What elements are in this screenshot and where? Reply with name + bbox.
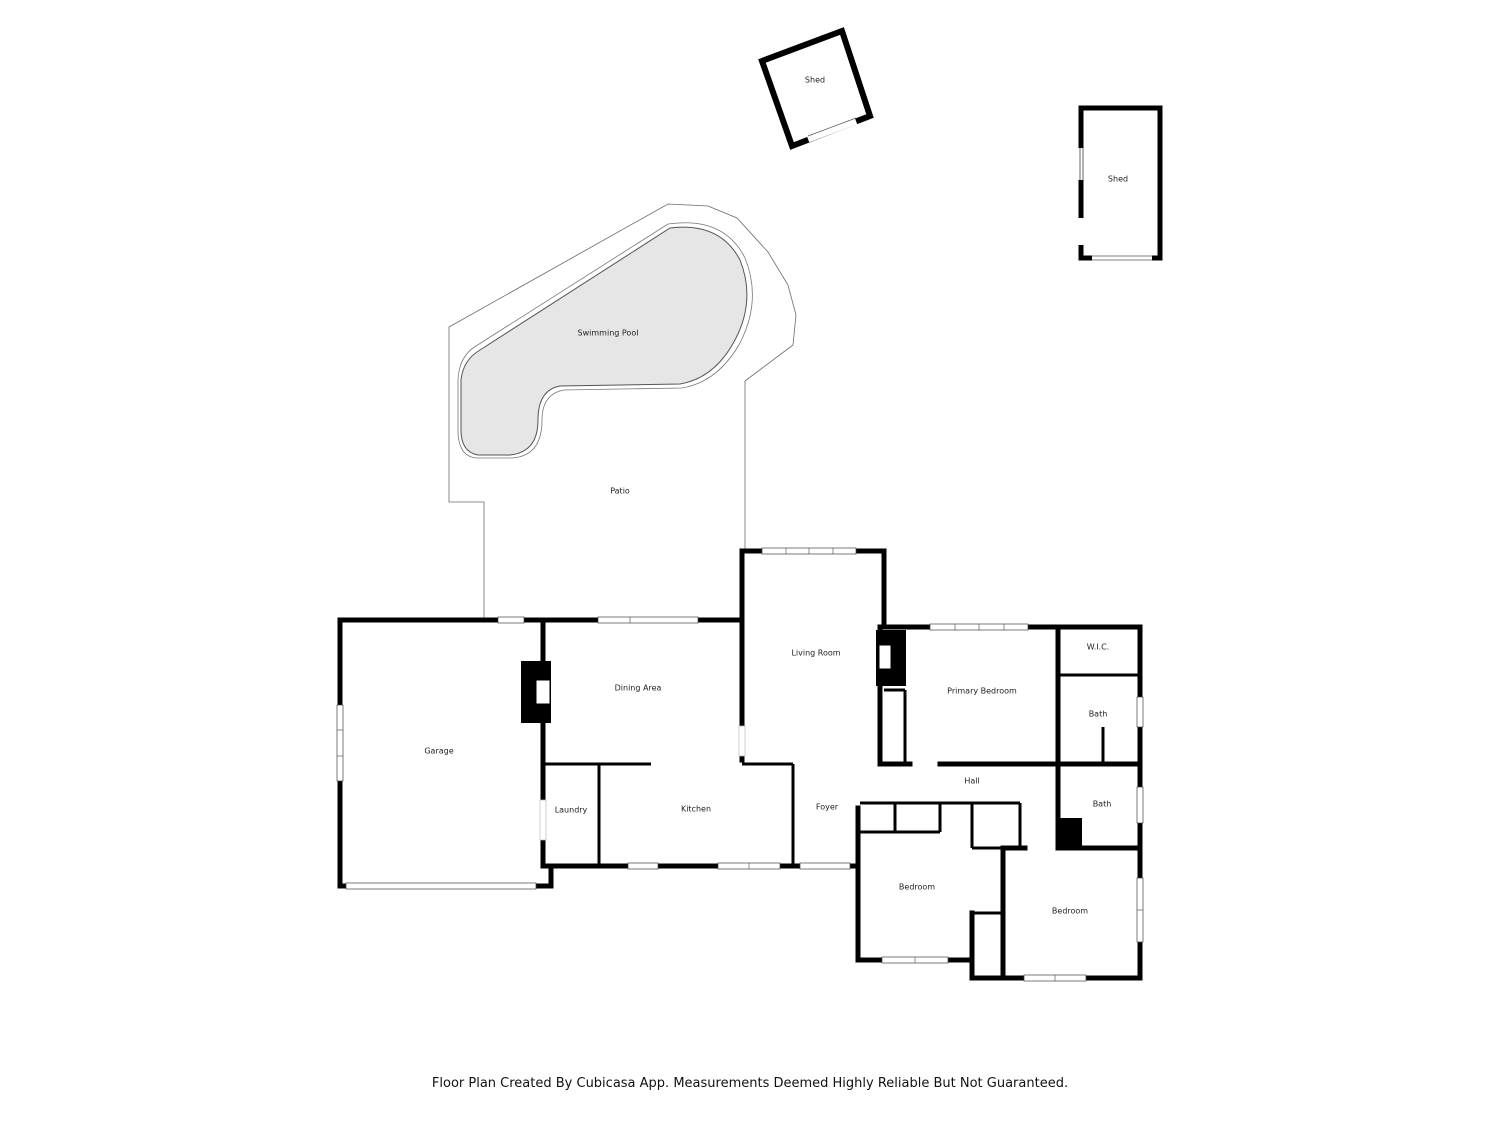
living-room-label: Living Room [791,649,840,658]
patio-outline [448,203,797,618]
foyer-label: Foyer [816,803,839,812]
openings [336,547,1144,982]
wic-label: W.I.C. [1087,643,1110,652]
house-walls [337,548,1143,981]
dining-area-label: Dining Area [615,684,662,693]
bath-2-label: Bath [1093,800,1112,809]
shed-2-label: Shed [1108,175,1128,184]
fireplace-dining [521,661,551,723]
bath-1-label: Bath [1089,710,1108,719]
footer-disclaimer: Floor Plan Created By Cubicasa App. Meas… [431,1076,1069,1091]
shed-2: Shed [1077,105,1163,262]
garage-label: Garage [424,747,453,756]
shed-1-label: Shed [805,76,825,85]
fireplace-living [876,630,906,686]
patio-label: Patio [610,487,630,496]
laundry-label: Laundry [555,806,588,815]
swimming-pool-label: Swimming Pool [578,329,639,338]
hall-label: Hall [964,777,979,786]
bedroom-1-label: Bedroom [899,883,935,892]
bedroom-2-label: Bedroom [1052,907,1088,916]
kitchen-label: Kitchen [681,805,711,814]
swimming-pool: Swimming Pool [457,222,753,459]
primary-bedroom-label: Primary Bedroom [947,687,1017,696]
shed-1: Shed [758,27,874,150]
